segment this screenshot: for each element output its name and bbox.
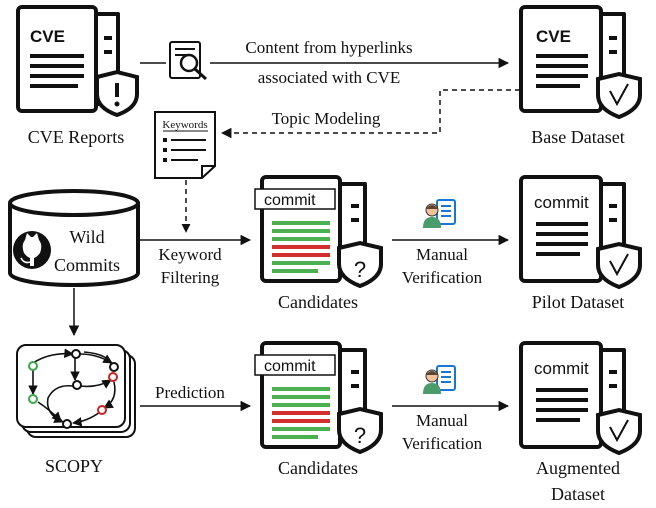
manual-verification-top-edge: Manual Verification	[392, 199, 510, 287]
augmented-dataset-doc-tag: commit	[534, 359, 589, 378]
manual-verification-top-line2: Verification	[402, 268, 483, 287]
topic-modeling-edge: Topic Modeling	[220, 89, 520, 139]
keyword-filtering-label-line1: Keyword	[158, 245, 222, 264]
scopy-label: SCOPY	[45, 456, 103, 476]
svg-text:?: ?	[354, 257, 366, 282]
candidates-top-node: commit ? Candidates	[254, 175, 383, 312]
augmented-dataset-node: commit Augmented Dataset	[519, 341, 642, 504]
hyperlinks-label-line2: associated with CVE	[258, 68, 401, 87]
keywords-document: Keywords	[154, 111, 216, 179]
cve-reports-node: CVE CVE Reports	[16, 5, 139, 147]
wild-commits-label-line1: Wild	[69, 227, 104, 247]
manual-verification-bottom-line1: Manual	[416, 411, 468, 430]
check-shield-icon	[596, 407, 642, 456]
manual-verification-bottom-edge: Manual Verification	[392, 365, 510, 453]
manual-verification-top-line1: Manual	[416, 245, 468, 264]
cve-reports-doc-tag: CVE	[30, 27, 65, 46]
hyperlinks-label-line1: Content from hyperlinks	[245, 38, 412, 57]
wild-commits-label-line2: Commits	[54, 255, 120, 275]
candidates-bottom-node: commit ? Candidates	[254, 341, 383, 478]
cve-reports-label: CVE Reports	[28, 127, 125, 147]
prediction-edge: Prediction	[140, 383, 252, 412]
check-shield-icon	[596, 71, 642, 120]
candidates-bottom-label: Candidates	[278, 458, 358, 478]
svg-text:?: ?	[354, 423, 366, 448]
manual-verification-bottom-line2: Verification	[402, 434, 483, 453]
pilot-dataset-label: Pilot Dataset	[532, 292, 625, 312]
question-shield-icon: ?	[337, 406, 383, 455]
candidates-top-doc-tag: commit	[264, 192, 316, 209]
keyword-filtering-edge: Keyword Filtering	[140, 234, 252, 287]
augmented-dataset-label-line1: Augmented	[536, 458, 620, 478]
graph-model-icon	[16, 344, 136, 438]
document-search-icon	[169, 41, 208, 81]
question-shield-icon: ?	[337, 240, 383, 289]
augmented-dataset-label-line2: Dataset	[551, 484, 605, 504]
reviewer-icon	[423, 365, 456, 394]
document-icon: CVE	[519, 5, 626, 113]
exclamation-shield-icon	[95, 69, 139, 118]
pilot-dataset-doc-tag: commit	[534, 193, 589, 212]
base-dataset-node: CVE Base Dataset	[519, 5, 642, 147]
reviewer-icon	[423, 199, 456, 228]
keyword-filtering-label-line2: Filtering	[161, 268, 220, 287]
github-icon	[13, 231, 51, 269]
base-dataset-label: Base Dataset	[531, 127, 624, 147]
pilot-dataset-node: commit Pilot Dataset	[519, 175, 642, 312]
topic-modeling-label: Topic Modeling	[272, 109, 381, 128]
wild-commits-node: Wild Commits	[8, 189, 140, 287]
scopy-node: SCOPY	[16, 344, 136, 476]
base-dataset-doc-tag: CVE	[536, 27, 571, 46]
hyperlinks-edge: Content from hyperlinks associated with …	[140, 38, 510, 87]
check-shield-icon	[596, 241, 642, 290]
prediction-label: Prediction	[155, 383, 225, 402]
candidates-top-label: Candidates	[278, 292, 358, 312]
candidates-bottom-doc-tag: commit	[264, 358, 316, 375]
keywords-title: Keywords	[162, 119, 207, 131]
